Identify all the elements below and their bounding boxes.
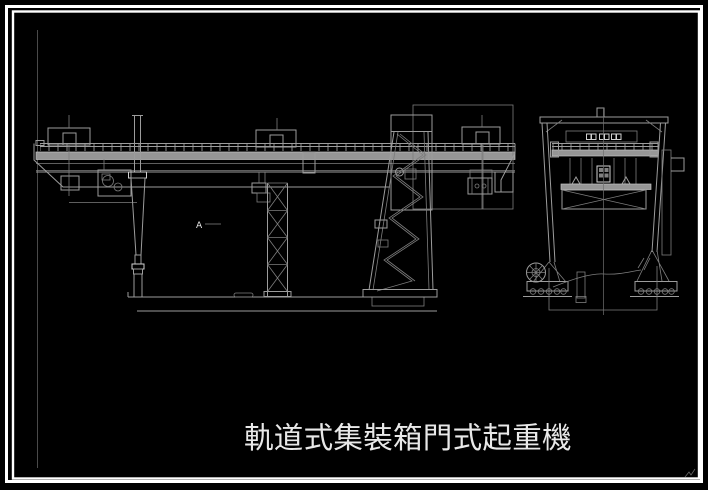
rail-pad	[233, 292, 254, 298]
spreader-and-container	[560, 183, 652, 210]
girder-end-stop	[35, 140, 45, 146]
power-cable-curve	[552, 269, 642, 288]
corner-mark	[684, 468, 696, 478]
left-leg-mast	[132, 115, 143, 172]
section-mark: A	[196, 221, 221, 231]
ground-lines-front	[127, 292, 437, 312]
leg-left	[128, 171, 147, 298]
side-girder	[550, 141, 659, 158]
top-stub	[596, 107, 605, 118]
machinery-band	[565, 130, 638, 143]
drawing-title: 軌道式集裝箱門式起重機	[244, 421, 572, 455]
under-frame	[548, 108, 658, 315]
sheet-border-frame	[5, 5, 703, 483]
girder-right-end	[494, 143, 516, 193]
side-elevation-view	[523, 107, 685, 315]
front-elevation-view	[33, 104, 516, 312]
portal-frame	[539, 107, 669, 263]
girder-grid-panel	[302, 151, 316, 174]
hoist-middle	[251, 151, 316, 203]
bogie-left	[523, 261, 572, 297]
trolley-right	[461, 115, 501, 209]
hoist-right	[467, 169, 493, 195]
access-ladder	[661, 149, 685, 256]
bogie-right	[630, 249, 679, 297]
section-annotation-label: A	[196, 221, 203, 231]
lattice-leg	[263, 182, 292, 297]
trolley-middle	[255, 118, 297, 148]
